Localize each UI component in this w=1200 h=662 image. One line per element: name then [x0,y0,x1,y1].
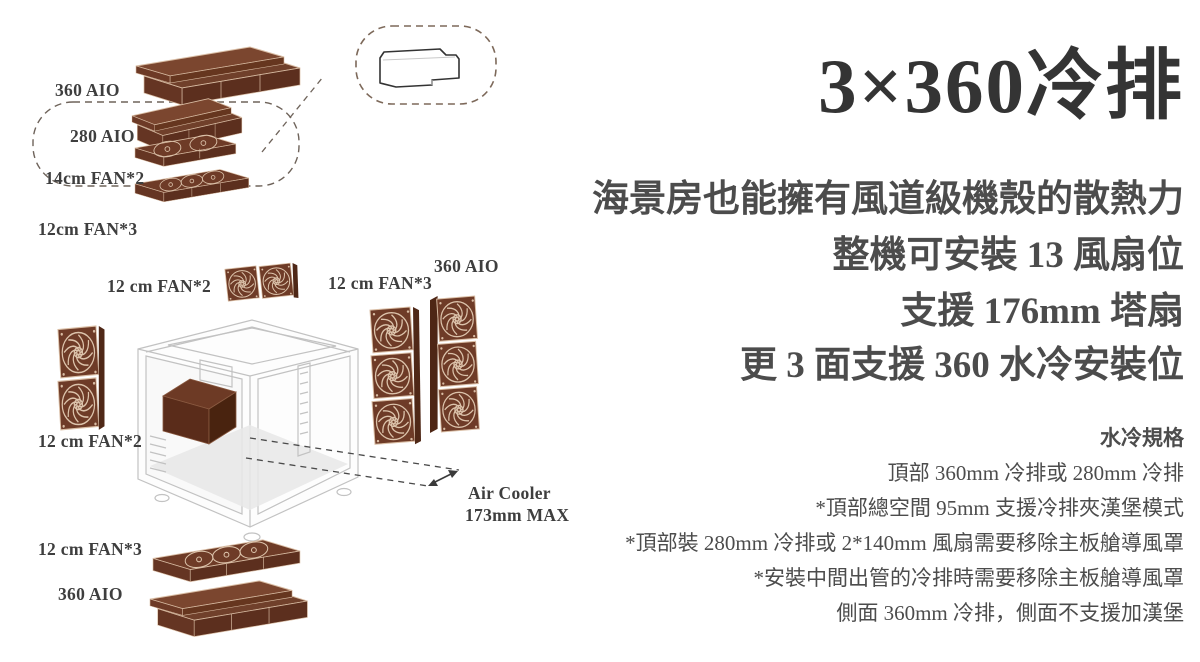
exploded-cooling-diagram [32,25,497,638]
fan-stack-12cm-right [370,307,421,444]
air-cooler-measure-lines [245,437,460,487]
label-14cm-fan-x2: 14cm FAN*2 [45,168,145,188]
fan-pair-top [225,263,299,301]
feature-fan-count: 整機可安裝 13 風扇位 [832,235,1185,276]
label-12cm-fan-x3-right: 12 cm FAN*3 [328,273,433,293]
label-air-cooler-max: 173mm MAX [465,505,570,525]
label-360-aio-top: 360 AIO [55,80,120,100]
spec-top-clearance: *頂部總空間 95mm 支援冷排夾漢堡模式 [815,496,1184,520]
label-360-aio-bottom: 360 AIO [58,584,123,604]
label-12cm-fan-x3-bottom: 12 cm FAN*3 [38,539,143,559]
top-bracket-outline [379,48,460,88]
air-cooler-cube [162,378,237,445]
tagline: 海景房也能擁有風道級機殼的散熱力 [592,179,1184,220]
feature-tower-fan: 支援 176mm 塔扇 [900,291,1184,332]
label-280-aio: 280 AIO [70,126,135,146]
page-title: 3×360冷排 [818,43,1184,129]
fan-tray-12cm [134,169,250,203]
spec-center-tube-note: *安裝中間出管的冷排時需要移除主板艙導風罩 [753,566,1185,590]
label-12cm-fan-x3: 12cm FAN*3 [38,219,138,239]
spec-side-radiator: 側面 360mm 冷排，側面不支援加漢堡 [836,601,1184,625]
radiator-stack-360-right [430,296,479,433]
spec-top-280-note: *頂部裝 280mm 冷排或 2*140mm 風扇需要移除主板艙導風罩 [625,531,1184,555]
fan-stack-left [58,326,105,430]
label-12cm-fan-x2-mid: 12 cm FAN*2 [107,276,212,296]
spec-top-radiator: 頂部 360mm 冷排或 280mm 冷排 [887,461,1184,485]
spec-section-title: 水冷規格 [1100,426,1184,450]
label-360-aio-right: 360 AIO [434,256,499,276]
label-12cm-fan-x2-left: 12 cm FAN*2 [38,431,143,451]
feature-360-mounts: 更 3 面支援 360 水冷安裝位 [740,345,1184,386]
fan-tray-12cm-bottom [152,539,301,583]
radiator-360-top [135,46,301,106]
label-air-cooler: Air Cooler [468,483,551,503]
radiator-360-bottom [149,580,308,638]
